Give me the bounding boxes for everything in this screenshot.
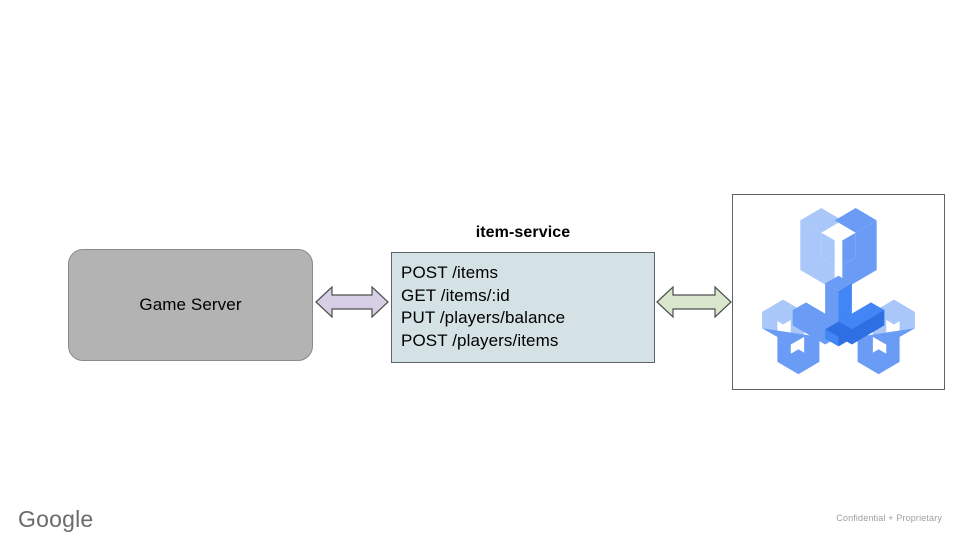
game-server-label: Game Server <box>139 295 242 314</box>
endpoint-item: POST /items <box>401 263 499 282</box>
google-wordmark: Google <box>18 506 94 532</box>
connector-item-service-to-tools <box>656 281 732 323</box>
double-headed-arrow-icon <box>315 285 389 319</box>
item-service-box[interactable]: POST /items GET /items/:id PUT /players/… <box>391 252 655 363</box>
endpoint-item: GET /items/:id <box>401 285 510 305</box>
endpoint-list: POST /items GET /items/:id PUT /players/… <box>401 262 565 352</box>
game-server-node[interactable]: Game Server <box>68 249 313 361</box>
double-headed-arrow-icon <box>656 285 732 319</box>
isometric-wrench-logo-icon <box>762 207 915 375</box>
endpoint-item: POST /players/items <box>401 330 559 350</box>
tools-logo-panel <box>732 194 945 390</box>
endpoint-item: PUT /players/balance <box>401 308 566 327</box>
connector-game-server-to-item-service <box>315 281 389 323</box>
confidentiality-note: Confidential + Proprietary <box>836 513 942 523</box>
item-service-title: item-service <box>475 224 571 241</box>
